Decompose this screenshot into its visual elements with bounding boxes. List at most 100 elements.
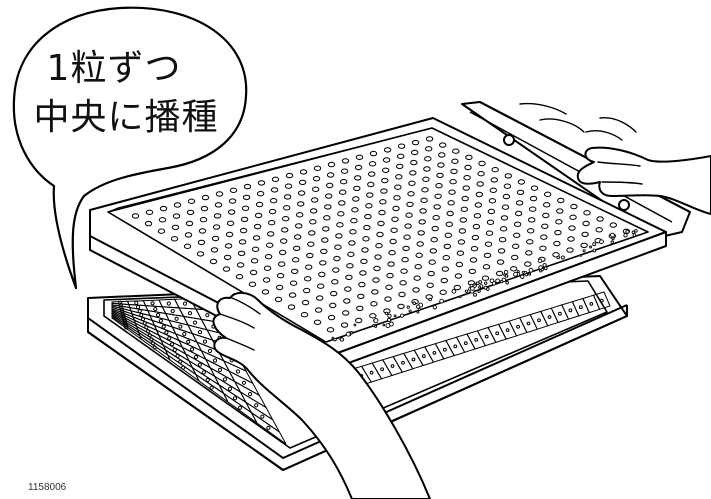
- plate-hole: [196, 251, 205, 257]
- plate-hole: [489, 187, 497, 194]
- cell-seed: [222, 377, 228, 382]
- plate-hole: [215, 191, 224, 197]
- plate-hole: [390, 227, 398, 234]
- plate-hole: [401, 257, 409, 263]
- plate-hole: [391, 216, 399, 223]
- plate-hole: [266, 242, 274, 248]
- plate-hole: [460, 206, 468, 213]
- plate-hole: [264, 254, 273, 260]
- plate-hole: [289, 280, 298, 286]
- plate-hole: [365, 203, 373, 209]
- plate-hole: [201, 194, 210, 201]
- plate-hole: [410, 159, 418, 166]
- plate-hole: [354, 164, 363, 171]
- bubble-text-line-1: 1粒ずつ: [46, 48, 182, 89]
- seed: [537, 258, 543, 264]
- plate-hole: [475, 191, 483, 198]
- cell-seed: [118, 300, 123, 305]
- seed: [473, 282, 477, 286]
- plate-hole: [275, 284, 284, 291]
- seed: [542, 263, 547, 268]
- plate-hole: [462, 185, 470, 191]
- cell-seed: [182, 301, 188, 306]
- plate-hole: [267, 231, 275, 237]
- seed: [470, 286, 475, 291]
- seed: [464, 289, 469, 293]
- plate-hole: [423, 166, 431, 172]
- plate-hole: [344, 286, 352, 292]
- cell-seed: [453, 344, 458, 349]
- seed: [374, 324, 378, 328]
- plate-hole: [283, 205, 291, 211]
- cell-seed: [161, 324, 166, 329]
- plate-hole: [187, 198, 196, 205]
- plate-hole: [210, 247, 219, 253]
- plate-hole: [378, 209, 386, 216]
- plate-hole: [387, 261, 395, 267]
- plate-hole: [453, 284, 461, 291]
- plate-hole: [469, 257, 478, 263]
- plate-hole: [482, 264, 491, 270]
- plate-hole: [351, 207, 359, 213]
- cell-seed: [599, 298, 604, 303]
- plate-hole: [281, 227, 289, 233]
- cell-seed: [209, 385, 214, 390]
- plate-hole: [528, 217, 536, 223]
- plate-hole: [225, 231, 234, 238]
- plate-hole: [379, 199, 387, 205]
- cell-seed: [463, 341, 468, 346]
- plate-hole: [496, 259, 505, 265]
- cell-seed: [432, 351, 437, 355]
- plate-hole: [354, 175, 362, 181]
- plate-hole: [213, 213, 222, 219]
- plate-hole: [415, 252, 423, 259]
- plate-hole: [553, 240, 561, 247]
- plate-hole: [412, 287, 420, 293]
- speech-bubble: [12, 6, 248, 290]
- plate-hole: [285, 172, 294, 179]
- plate-hole: [399, 280, 407, 286]
- plate-hole: [145, 209, 154, 216]
- seed: [439, 298, 444, 304]
- plate-hole: [498, 237, 507, 243]
- plate-hole: [595, 227, 603, 233]
- seed: [540, 268, 544, 272]
- plate-hole: [406, 201, 414, 208]
- plate-hole: [420, 197, 428, 204]
- plate-hole: [392, 205, 400, 212]
- cell-seed: [186, 339, 191, 344]
- figure-code: 1158006: [28, 482, 67, 493]
- plate-hole: [292, 257, 300, 263]
- plate-hole: [517, 179, 526, 185]
- plate-hole: [243, 183, 252, 190]
- plate-hole: [329, 302, 337, 309]
- plate-hole: [228, 198, 237, 204]
- cell-seed: [248, 392, 253, 397]
- seed: [384, 311, 389, 316]
- plate-hole: [497, 248, 506, 254]
- seed: [516, 270, 520, 274]
- seed: [505, 280, 509, 285]
- plate-hole: [131, 213, 140, 219]
- plate-hole: [368, 161, 377, 167]
- cell-seed: [178, 324, 183, 329]
- plate-hole: [313, 165, 322, 172]
- plate-hole: [338, 200, 346, 206]
- plate-hole: [229, 187, 238, 194]
- plate-hole: [308, 230, 316, 236]
- seed: [610, 240, 614, 244]
- plate-hole: [529, 206, 537, 212]
- plate-hole: [364, 213, 372, 220]
- plate-hole: [396, 163, 404, 170]
- plate-hole: [296, 212, 304, 218]
- cell-seed: [153, 307, 158, 312]
- plate-hole: [299, 169, 308, 175]
- plate-hole: [488, 198, 497, 204]
- cell-seed: [558, 311, 562, 316]
- plate-hole: [270, 187, 279, 193]
- plate-hole: [567, 236, 575, 242]
- plate-hole: [416, 241, 424, 247]
- plate-hole: [294, 234, 302, 240]
- plate-hole: [425, 146, 433, 152]
- seed-scatter: [331, 229, 638, 342]
